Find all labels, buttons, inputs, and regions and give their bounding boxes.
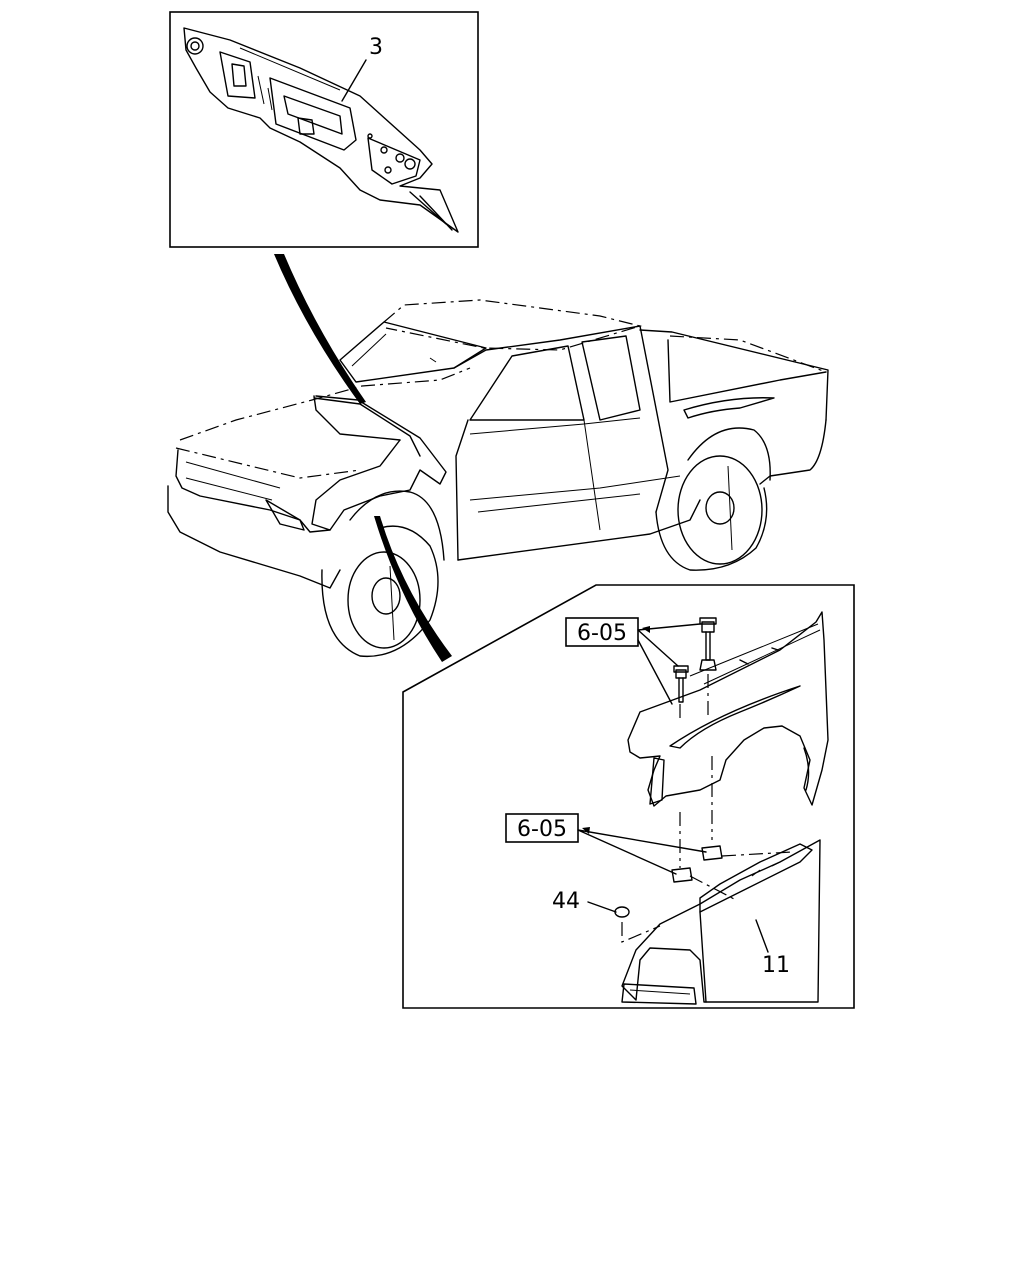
callout-label-11: 11 (762, 953, 790, 978)
leader-line-44 (587, 901, 617, 913)
leader-arrowhead-bottom (582, 827, 590, 834)
fender-inset: 6-05 6-05 44 11 (402, 584, 855, 1009)
dash-panel-part (183, 27, 459, 233)
apron-clips (671, 756, 723, 883)
pointer-arrow-bottom (374, 516, 452, 662)
dash-panel-inset: 3 (169, 11, 479, 248)
pointer-arrow-top (274, 254, 366, 404)
leader-line-3 (341, 59, 367, 102)
leader-arrowhead-top (642, 626, 650, 633)
inset-frame-bottom (402, 584, 855, 1009)
callout-box-6-05-bottom (505, 813, 579, 843)
leader-line-11 (755, 919, 769, 953)
leader-lines-6-05-bottom (577, 829, 707, 875)
fender-apron-part (621, 839, 821, 1005)
fender-bolts (673, 617, 717, 720)
callout-label-44: 44 (552, 889, 580, 914)
callout-box-6-05-top (565, 617, 639, 647)
plug-44-part (614, 906, 630, 918)
front-fender-part (627, 611, 829, 807)
plug-guide-line (621, 922, 661, 943)
callout-label-3: 3 (369, 35, 383, 60)
inset-frame-top (169, 11, 479, 248)
callout-label-6-05-bottom: 6-05 (517, 817, 567, 842)
callout-label-6-05-top: 6-05 (577, 621, 627, 646)
truck-illustration (167, 299, 829, 658)
leader-lines-6-05-top (637, 623, 701, 705)
